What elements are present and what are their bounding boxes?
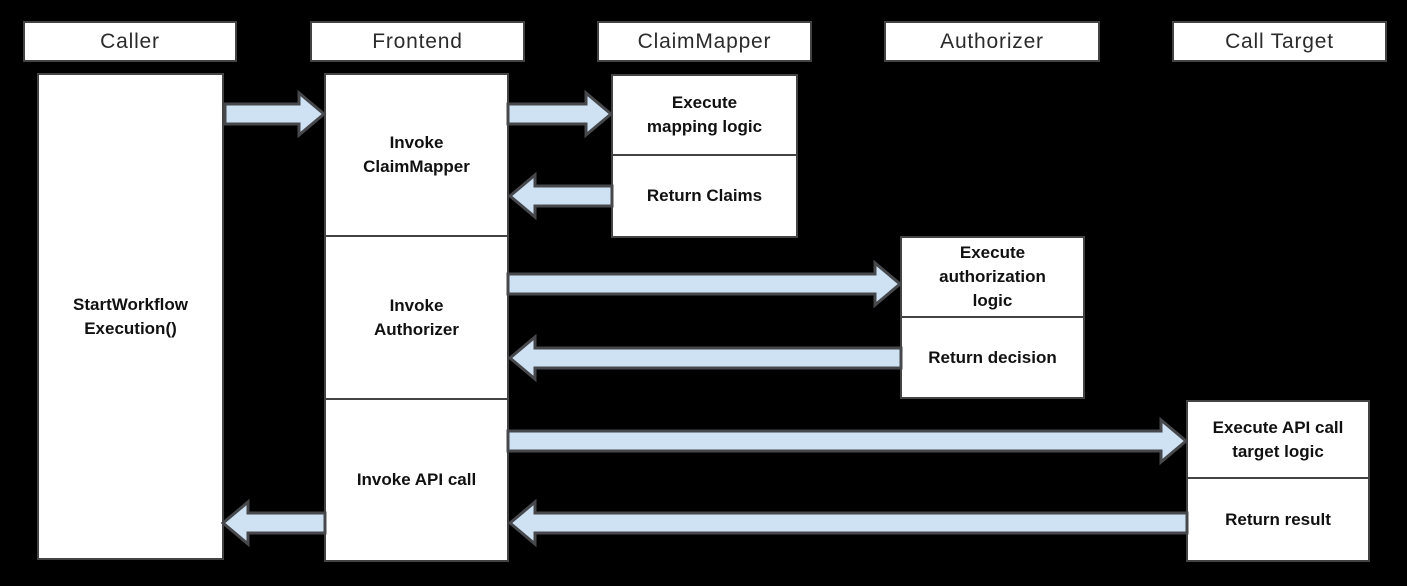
arrow-claimmapper-return-claims	[507, 171, 614, 221]
lane-header-frontend-label: Frontend	[372, 29, 463, 53]
node-execute-authorization-logic: Execute authorization logic	[900, 236, 1085, 318]
arrow-caller-to-frontend	[223, 89, 327, 139]
arrow-calltarget-return-result	[507, 498, 1189, 548]
lane-header-authorizer: Authorizer	[884, 21, 1100, 62]
lane-header-caller: Caller	[23, 21, 237, 62]
lane-header-claimmapper-label: ClaimMapper	[637, 29, 772, 53]
node-return-decision: Return decision	[900, 316, 1085, 399]
node-execute-mapping-logic: Execute mapping logic	[611, 74, 798, 156]
node-start-workflow-execution: StartWorkflow Execution()	[37, 73, 224, 560]
lane-header-calltarget-label: Call Target	[1225, 29, 1334, 53]
lane-header-frontend: Frontend	[310, 21, 525, 62]
arrow-frontend-to-calltarget	[506, 416, 1189, 466]
arrow-frontend-to-authorizer	[506, 259, 903, 309]
lane-header-authorizer-label: Authorizer	[940, 29, 1044, 53]
arrow-frontend-return-to-caller	[220, 498, 327, 548]
node-invoke-claimmapper: Invoke ClaimMapper	[324, 73, 509, 237]
node-invoke-authorizer: Invoke Authorizer	[324, 235, 509, 400]
node-execute-api-call-target-logic: Execute API call target logic	[1186, 400, 1370, 479]
lane-header-calltarget: Call Target	[1172, 21, 1387, 62]
node-invoke-api-call: Invoke API call	[324, 398, 509, 562]
arrow-authorizer-return-decision	[507, 333, 903, 383]
arrow-frontend-to-claimmapper	[506, 89, 614, 139]
node-return-claims: Return Claims	[611, 154, 798, 238]
lane-header-claimmapper: ClaimMapper	[597, 21, 812, 62]
lane-header-caller-label: Caller	[100, 29, 160, 53]
node-return-result: Return result	[1186, 477, 1370, 562]
